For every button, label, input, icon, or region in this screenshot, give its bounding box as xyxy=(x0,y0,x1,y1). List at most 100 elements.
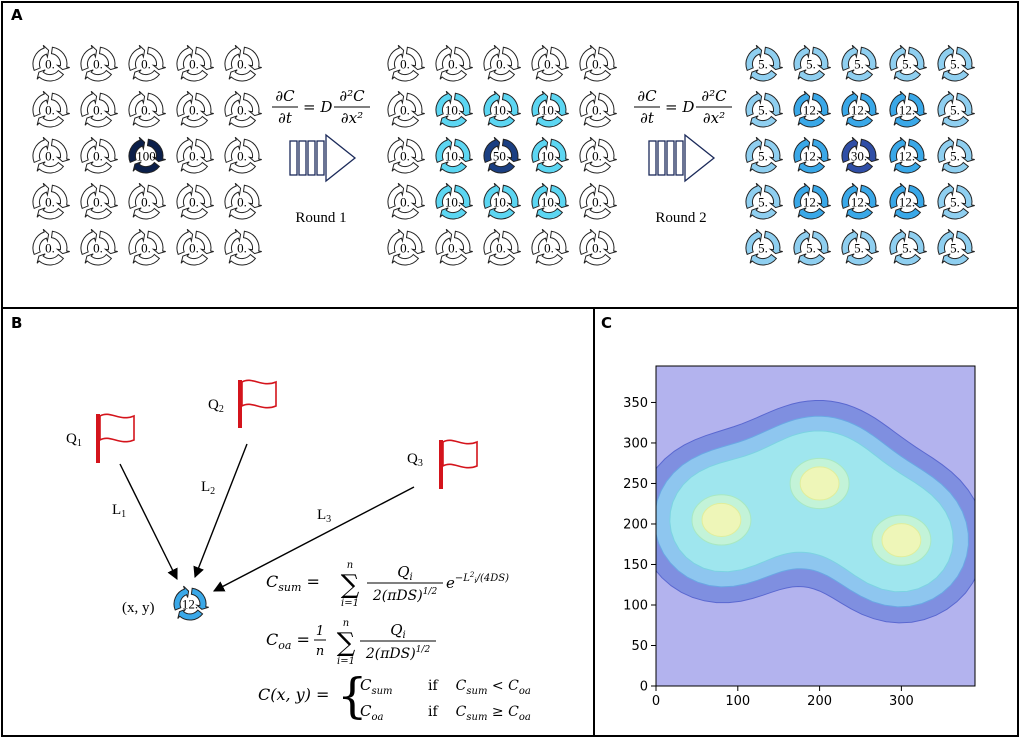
cell: 10. xyxy=(483,90,521,128)
cycle-arrow-icon xyxy=(483,44,501,72)
cycle-arrow-icon xyxy=(387,228,405,256)
cycle-arrow-icon xyxy=(483,90,501,118)
cycle-arrow-icon xyxy=(391,161,420,174)
cycle-arrow-icon xyxy=(907,230,927,255)
cycle-arrow-icon xyxy=(793,90,811,118)
cell: 5. xyxy=(745,228,783,266)
cycle-arrow-icon xyxy=(763,230,783,255)
eq1-lhs-den: ∂t xyxy=(278,109,293,127)
grid-round-2: 5.5.5.5.5.5.12.12.12.5.5.12.30.12.5.5.12… xyxy=(745,44,975,266)
cycle-arrow-icon xyxy=(941,115,970,128)
cycle-arrow-icon xyxy=(745,90,763,118)
cycle-arrow-icon xyxy=(763,46,783,71)
grid-round-1: 0.0.0.0.0.0.10.10.10.0.0.10.50.10.0.0.10… xyxy=(387,44,617,266)
cycle-arrow-icon xyxy=(391,69,420,82)
x-tick-label: 0 xyxy=(652,694,660,709)
cycle-arrow-icon xyxy=(955,230,975,255)
cycle-arrow-icon xyxy=(487,253,516,266)
cell-value: 0. xyxy=(189,149,199,164)
flow-arrow-1 xyxy=(289,133,357,183)
x-tick-label: 300 xyxy=(889,694,914,709)
cycle-arrow-icon xyxy=(797,161,826,174)
cycle-arrow-icon xyxy=(955,46,975,71)
cell-value: 0. xyxy=(45,149,55,164)
cycle-arrow-icon xyxy=(228,207,257,220)
cycle-arrow-icon xyxy=(893,115,922,128)
cycle-arrow-icon xyxy=(531,90,549,118)
cell-value: 0. xyxy=(592,149,602,164)
cycle-arrow-icon xyxy=(483,182,501,210)
cycle-arrow-icon xyxy=(194,230,214,255)
cycle-arrow-icon xyxy=(190,587,209,610)
cell-value: 0. xyxy=(93,195,103,210)
cycle-arrow-icon xyxy=(228,69,257,82)
cell: 0. xyxy=(579,182,617,220)
cell-value: 0. xyxy=(544,57,554,72)
cell-value: 0. xyxy=(45,241,55,256)
flag-icon xyxy=(241,379,277,409)
cycle-arrow-icon xyxy=(859,92,879,117)
cell-value: 0. xyxy=(592,195,602,210)
cycle-arrow-icon xyxy=(841,90,859,118)
cycle-arrow-icon xyxy=(50,138,70,163)
cycle-arrow-icon xyxy=(32,182,50,210)
cell-value: 12. xyxy=(803,103,819,118)
cycle-arrow-icon xyxy=(176,228,194,256)
cell-value: 5. xyxy=(806,241,816,256)
svg-text:e−L2i/(4DS): e−L2i/(4DS) xyxy=(446,571,509,592)
cycle-arrow-icon xyxy=(453,46,473,71)
cycle-arrow-icon xyxy=(893,161,922,174)
cell-value: 0. xyxy=(189,195,199,210)
cycle-arrow-icon xyxy=(745,228,763,256)
cell: 0. xyxy=(32,90,70,128)
cycle-arrow-icon xyxy=(36,69,65,82)
svg-text:i=1: i=1 xyxy=(337,656,355,667)
cell-value: 50. xyxy=(493,149,509,164)
eq2-lhs-num: ∂C xyxy=(637,87,657,105)
cycle-arrow-icon xyxy=(194,46,214,71)
cycle-arrow-icon xyxy=(387,90,405,118)
cell: 0. xyxy=(579,136,617,174)
cell: 12. xyxy=(793,136,831,174)
contour-level xyxy=(701,466,922,558)
cell: 0. xyxy=(579,228,617,266)
y-tick-label: 250 xyxy=(623,477,648,492)
cycle-arrow-icon xyxy=(32,136,50,164)
cycle-arrow-icon xyxy=(391,115,420,128)
cycle-arrow-icon xyxy=(487,161,516,174)
cell: 0. xyxy=(128,182,166,220)
cycle-arrow-icon xyxy=(597,92,617,117)
cell: 5. xyxy=(745,90,783,128)
cell: 12. xyxy=(173,585,209,621)
cycle-arrow-icon xyxy=(889,90,907,118)
y-tick-label: 200 xyxy=(623,517,648,532)
cycle-arrow-icon xyxy=(597,184,617,209)
cell-value: 0. xyxy=(141,57,151,72)
cycle-arrow-icon xyxy=(811,138,831,163)
cell: 10. xyxy=(531,90,569,128)
cell: 0. xyxy=(387,136,425,174)
cycle-arrow-icon xyxy=(435,228,453,256)
cycle-arrow-icon xyxy=(907,184,927,209)
diffusion-equation-1: ∂C ∂t = D ∂²C ∂x² xyxy=(272,87,370,127)
cell: 0. xyxy=(531,44,569,82)
cell-value: 5. xyxy=(758,149,768,164)
cell: 0. xyxy=(80,228,118,266)
cell-value: 100 xyxy=(136,149,156,164)
cycle-arrow-icon xyxy=(793,182,811,210)
cell: 10. xyxy=(435,182,473,220)
cell: 10. xyxy=(531,182,569,220)
cycle-arrow-icon xyxy=(180,253,209,266)
cell: 0. xyxy=(224,182,262,220)
cycle-arrow-icon xyxy=(793,228,811,256)
svg-text:n: n xyxy=(343,618,349,629)
cycle-arrow-icon xyxy=(845,115,874,128)
svg-text:Coa =: Coa = xyxy=(266,630,310,652)
cell: 30. xyxy=(841,136,879,174)
cycle-arrow-icon xyxy=(405,230,425,255)
cycle-arrow-icon xyxy=(173,585,190,611)
cycle-arrow-icon xyxy=(483,136,501,164)
cell-value: 0. xyxy=(544,241,554,256)
